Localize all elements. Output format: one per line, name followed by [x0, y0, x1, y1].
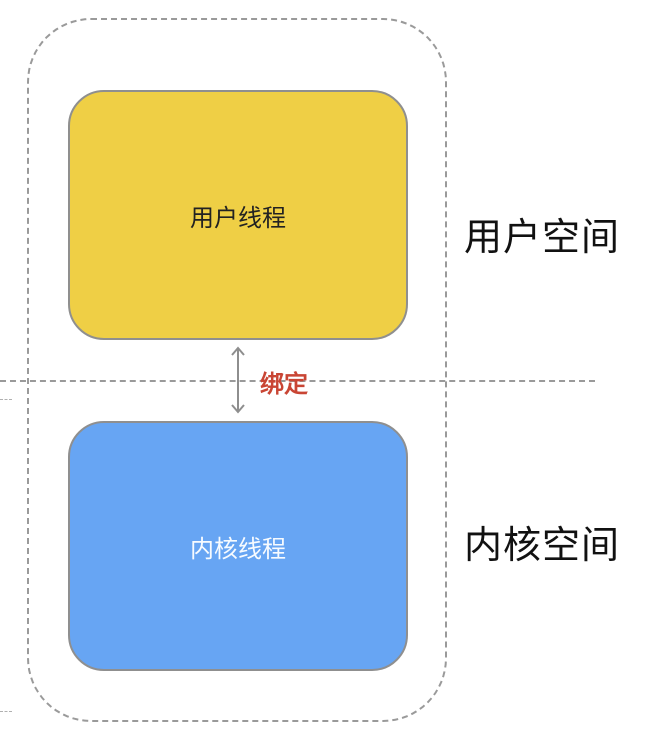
kernel-space-label: 内核空间 — [464, 523, 621, 567]
left-edge-dash-top — [0, 399, 12, 408]
kernel-thread-label: 内核线程 — [190, 534, 286, 563]
binding-label: 绑定 — [260, 370, 308, 398]
double-arrow-icon — [231, 346, 245, 414]
left-edge-dash-bottom — [0, 711, 12, 720]
space-divider — [0, 380, 595, 382]
user-space-label: 用户空间 — [464, 215, 621, 259]
kernel-thread-box: 内核线程 — [68, 421, 408, 671]
thread-model-boundary — [27, 18, 447, 722]
user-thread-box: 用户线程 — [68, 90, 408, 340]
user-thread-label: 用户线程 — [190, 203, 286, 232]
